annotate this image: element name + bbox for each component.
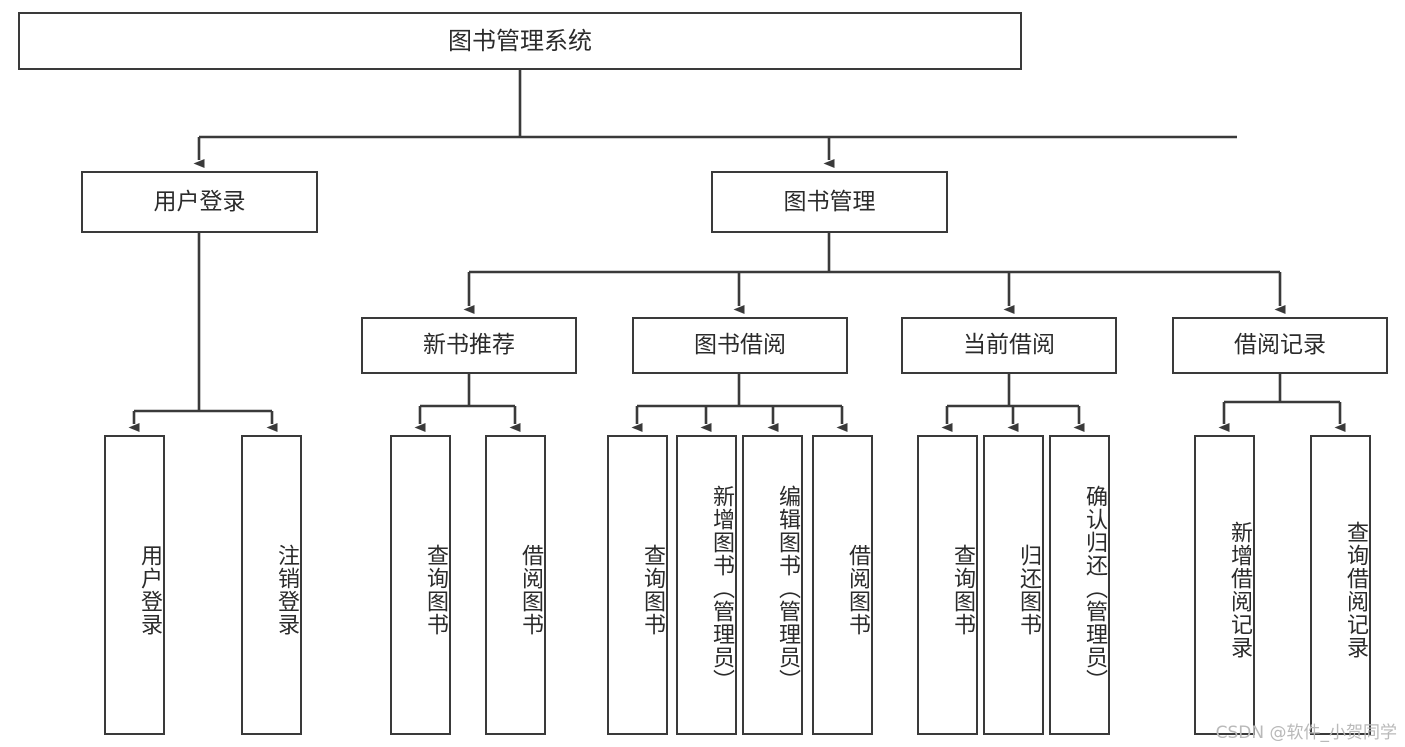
node-book-borrow[interactable]: 图书借阅 (632, 317, 848, 374)
node-label: 注销登录 (274, 544, 299, 636)
node-user-login[interactable]: 用户登录 (81, 171, 318, 233)
node-label: 查询图书 (640, 544, 665, 636)
node-label: 图书管理 (783, 188, 876, 215)
node-label: 查询图书 (423, 544, 448, 636)
node-label: 借阅记录 (1234, 332, 1326, 359)
csdn-watermark: CSDN @软件_小贺同学 (1215, 723, 1397, 743)
node-label: 查询图书 (950, 544, 975, 636)
node-label: 新书推荐 (423, 332, 515, 359)
node-label: 用户登录 (153, 188, 246, 215)
node-label: 新增借阅记录 (1227, 521, 1252, 659)
leaf-new-book-query-book[interactable]: 查询图书 (390, 435, 451, 735)
leaf-borrow-record-add-record[interactable]: 新增借阅记录 (1194, 435, 1255, 735)
leaf-book-borrow-add-book-admin[interactable]: 新增图书（管理员） (676, 435, 737, 735)
node-label: 用户登录 (137, 544, 162, 636)
node-label: 当前借阅 (963, 332, 1055, 359)
leaf-book-borrow-edit-book-admin[interactable]: 编辑图书（管理员） (742, 435, 803, 735)
leaf-book-borrow-borrow-book[interactable]: 借阅图书 (812, 435, 873, 735)
node-label: 借阅图书 (845, 544, 870, 636)
node-borrow-record[interactable]: 借阅记录 (1172, 317, 1388, 374)
node-label: 新增图书（管理员） (709, 484, 734, 692)
node-label: 图书管理系统 (448, 27, 592, 55)
leaf-new-book-borrow-book[interactable]: 借阅图书 (485, 435, 546, 735)
leaf-borrow-record-query-record[interactable]: 查询借阅记录 (1310, 435, 1371, 735)
node-book-management[interactable]: 图书管理 (711, 171, 948, 233)
node-label: 确认归还（管理员） (1082, 484, 1107, 692)
leaf-user-login-login[interactable]: 用户登录 (104, 435, 165, 735)
node-root-book-management-system[interactable]: 图书管理系统 (18, 12, 1022, 70)
node-label: 归还图书 (1016, 544, 1041, 636)
leaf-user-login-logout[interactable]: 注销登录 (241, 435, 302, 735)
leaf-current-borrow-query-book[interactable]: 查询图书 (917, 435, 978, 735)
node-label: 编辑图书（管理员） (775, 484, 800, 692)
leaf-book-borrow-query-book[interactable]: 查询图书 (607, 435, 668, 735)
node-label: 图书借阅 (694, 332, 786, 359)
node-label: 借阅图书 (518, 544, 543, 636)
node-label: 查询借阅记录 (1343, 521, 1368, 659)
node-new-book-recommend[interactable]: 新书推荐 (361, 317, 577, 374)
leaf-current-borrow-return-book[interactable]: 归还图书 (983, 435, 1044, 735)
leaf-current-borrow-confirm-return-admin[interactable]: 确认归还（管理员） (1049, 435, 1110, 735)
node-current-borrow[interactable]: 当前借阅 (901, 317, 1117, 374)
